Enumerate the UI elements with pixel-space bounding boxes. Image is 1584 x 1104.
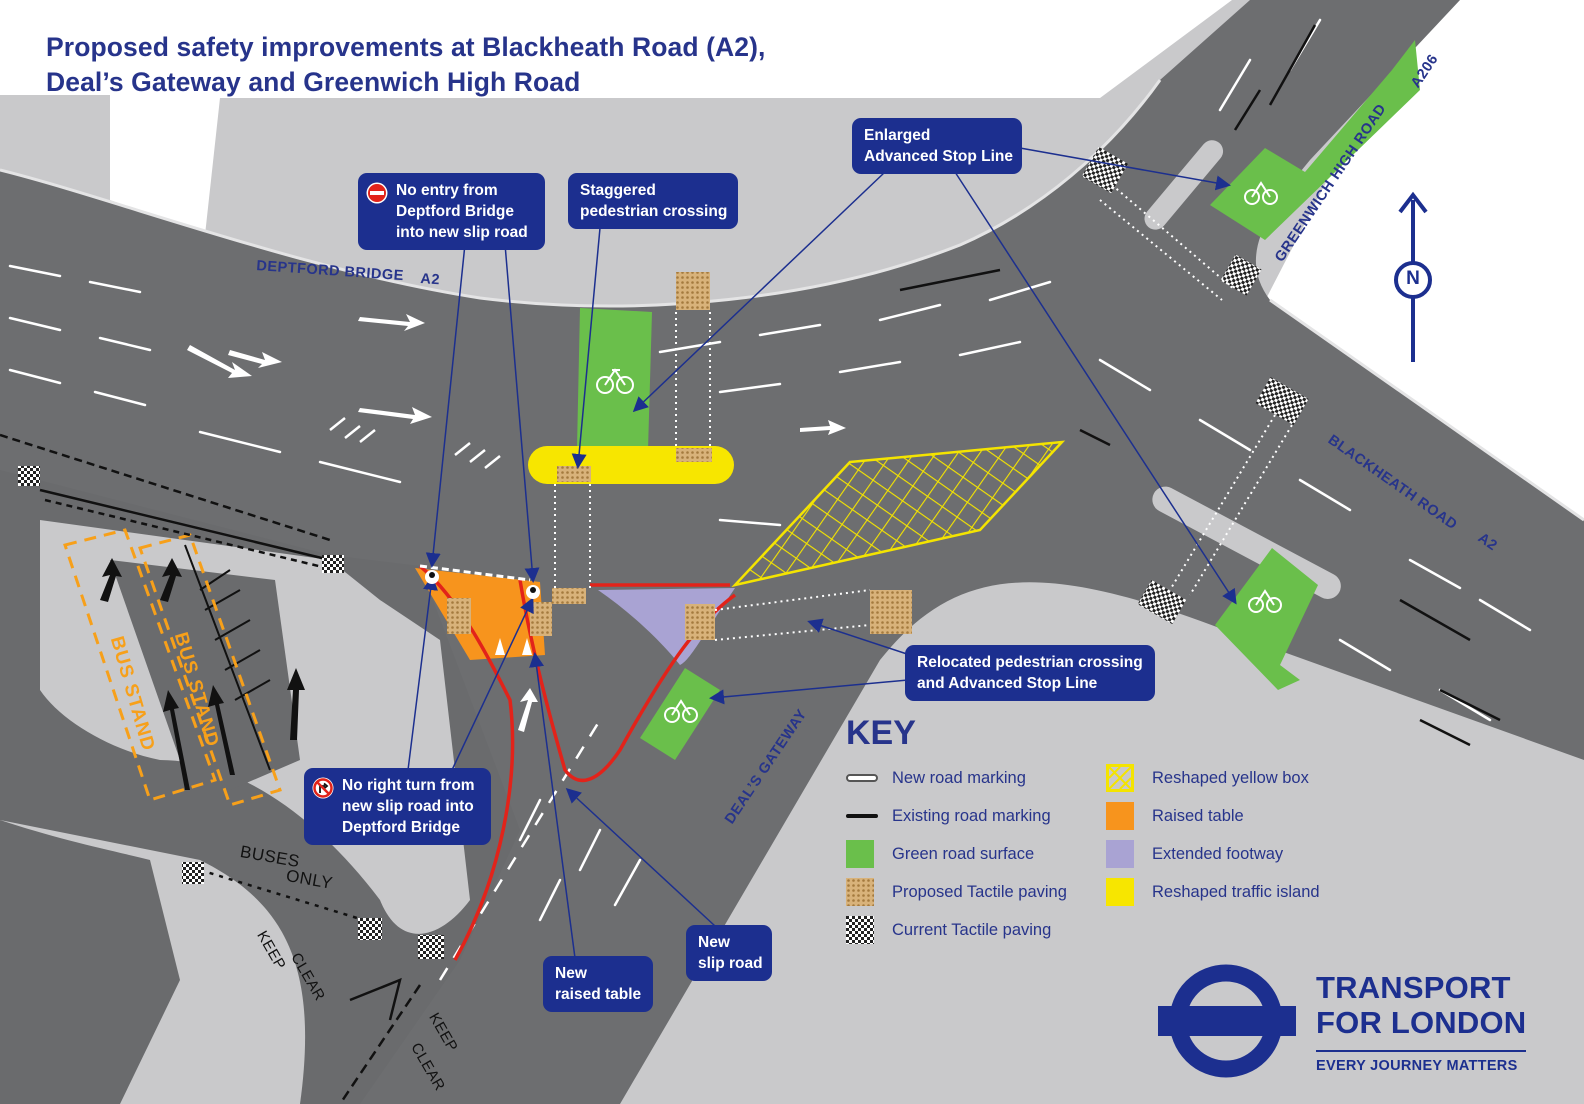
north-arrow	[1394, 191, 1432, 362]
callout-slip-road-line-1: New	[698, 934, 730, 951]
proposed-tactile-paving	[447, 272, 912, 640]
callout-no-entry-line-2: Deptford Bridge	[396, 203, 514, 220]
map-title: Proposed safety improvements at Blackhea…	[46, 30, 766, 100]
callout-no-entry-line-1: No entry from	[396, 182, 498, 199]
callout-slip-road-line-2: slip road	[698, 955, 763, 972]
callout-enlarged-asl: Enlarged Advanced Stop Line	[852, 118, 1022, 174]
callout-new-raised-table: New raised table	[543, 956, 653, 1012]
key-item-traffic-island: Reshaped traffic island	[1106, 877, 1320, 907]
key-label: Green road surface	[892, 844, 1035, 863]
key-label: Proposed Tactile paving	[892, 882, 1067, 901]
green-surfaces	[577, 40, 1420, 760]
key-item-green-road-surface: Green road surface	[846, 839, 1034, 869]
kerb-lines	[0, 79, 1584, 522]
callout-no-right-turn-line-3: Deptford Bridge	[342, 819, 460, 836]
current-tactile-paving	[18, 146, 1309, 959]
key-label: Reshaped yellow box	[1152, 768, 1309, 787]
lane-markings	[8, 18, 1532, 922]
key-item-extended-footway: Extended footway	[1106, 839, 1283, 869]
key-label: New road marking	[892, 768, 1026, 787]
new-road-marking-swatch	[846, 774, 878, 782]
logo-line-1: TRANSPORT	[1316, 970, 1511, 1005]
callout-staggered-line-1: Staggered	[580, 182, 656, 199]
compass-north-label: N	[1406, 268, 1420, 289]
title-line-2: Deal’s Gateway and Greenwich High Road	[46, 67, 581, 97]
callout-raised-table-line-2: raised table	[555, 986, 642, 1003]
no-entry-icon	[366, 182, 388, 210]
proposed-tactile-swatch	[846, 878, 874, 906]
callout-no-right-turn-line-2: new slip road into	[342, 798, 474, 815]
callout-pointers	[407, 147, 1237, 959]
callout-no-entry: No entry from Deptford Bridge into new s…	[358, 173, 545, 250]
callout-relocated-line-1: Relocated pedestrian crossing	[917, 654, 1143, 671]
key-title: KEY	[846, 714, 916, 752]
callout-enlarged-line-1: Enlarged	[864, 127, 931, 144]
callout-staggered-crossing: Staggered pedestrian crossing	[568, 173, 738, 229]
extended-footway-swatch	[1106, 840, 1134, 868]
lane-arrows	[187, 314, 846, 732]
current-tactile-swatch	[846, 916, 874, 944]
existing-arrows	[100, 558, 305, 790]
signal-heads	[425, 570, 540, 599]
yellow-box-swatch	[1106, 764, 1134, 792]
bus-stand-boxes	[63, 528, 282, 807]
key-item-existing-road-marking: Existing road marking	[846, 801, 1051, 831]
key-label: Reshaped traffic island	[1152, 882, 1320, 901]
tfl-logo-text: TRANSPORT FOR LONDON EVERY JOURNEY MATTE…	[1316, 970, 1527, 1074]
raised-table-swatch	[1106, 802, 1134, 830]
crossing-studs	[554, 184, 1296, 641]
hatched-area	[184, 544, 271, 771]
chevron-markings	[329, 417, 501, 469]
key-label: Raised table	[1152, 806, 1244, 825]
callout-raised-table-line-1: New	[555, 965, 587, 982]
key-item-raised-table: Raised table	[1106, 801, 1244, 831]
key-label: Current Tactile paving	[892, 920, 1052, 939]
logo-tagline: EVERY JOURNEY MATTERS	[1316, 1050, 1527, 1074]
existing-road-marking-swatch	[846, 814, 878, 818]
tfl-roundel	[1158, 964, 1296, 1078]
greenwich-traffic-island	[1144, 140, 1224, 230]
existing-black-lines	[0, 24, 1501, 1104]
road-label-deptford-a2: A2	[419, 271, 441, 289]
key-item-current-tactile: Current Tactile paving	[846, 915, 1051, 945]
key-item-proposed-tactile: Proposed Tactile paving	[846, 877, 1067, 907]
traffic-island-swatch	[1106, 878, 1134, 906]
cycle-symbols	[596, 181, 1282, 723]
title-line-1: Proposed safety improvements at Blackhea…	[46, 32, 766, 62]
no-right-turn-icon	[312, 777, 334, 805]
green-surface-swatch	[846, 840, 874, 868]
key-item-yellow-box: Reshaped yellow box	[1106, 763, 1309, 793]
key-label: Existing road marking	[892, 806, 1051, 825]
callout-staggered-line-2: pedestrian crossing	[580, 203, 728, 220]
logo-line-2: FOR LONDON	[1316, 1005, 1527, 1040]
callout-no-entry-line-3: into new slip road	[396, 224, 528, 241]
yellow-box-junction	[731, 440, 1066, 588]
callout-relocated-line-2: and Advanced Stop Line	[917, 675, 1098, 692]
callout-relocated-crossing: Relocated pedestrian crossing and Advanc…	[905, 645, 1155, 701]
callout-new-slip-road: New slip road	[686, 925, 772, 981]
callout-enlarged-line-2: Advanced Stop Line	[864, 148, 1013, 165]
key-label: Extended footway	[1152, 844, 1284, 863]
callout-no-right-turn: No right turn from new slip road into De…	[304, 768, 491, 845]
key-item-new-road-marking: New road marking	[846, 763, 1026, 793]
callout-no-right-turn-line-1: No right turn from	[342, 777, 475, 794]
